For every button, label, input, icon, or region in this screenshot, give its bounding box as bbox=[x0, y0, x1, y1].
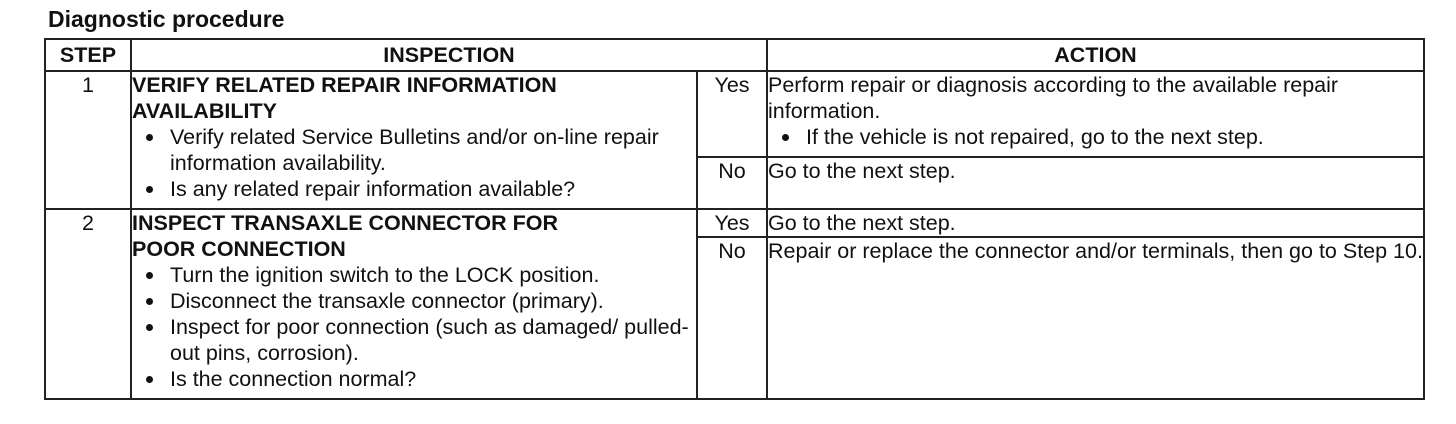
list-item: Inspect for poor connection (such as dam… bbox=[142, 314, 696, 366]
header-inspection: INSPECTION bbox=[130, 38, 768, 72]
step-1-no-row: No Go to the next step. bbox=[45, 156, 1425, 210]
bullet-icon bbox=[782, 134, 789, 141]
step-1-yes-action: Perform repair or diagnosis according to… bbox=[766, 70, 1425, 158]
step-1-no-label: No bbox=[696, 156, 768, 210]
step-2-bullets: Turn the ignition switch to the LOCK pos… bbox=[132, 262, 696, 392]
step-2-title-line1: INSPECT TRANSAXLE CONNECTOR FOR bbox=[132, 211, 559, 235]
step-2-yes-action: Go to the next step. bbox=[766, 208, 1425, 238]
bullet-icon bbox=[146, 324, 153, 331]
step-2-number: 2 bbox=[44, 208, 132, 400]
step-2-no-action: Repair or replace the connector and/or t… bbox=[766, 236, 1425, 400]
bullet-icon bbox=[146, 272, 153, 279]
step-2-inspection: INSPECT TRANSAXLE CONNECTOR FOR POOR CON… bbox=[130, 208, 698, 400]
list-item: Disconnect the transaxle connector (prim… bbox=[142, 288, 696, 314]
bullet-text: Verify related Service Bulletins and/or … bbox=[170, 125, 659, 175]
bullet-icon bbox=[146, 376, 153, 383]
step-1-yes-label: Yes bbox=[696, 70, 768, 158]
bullet-icon bbox=[146, 298, 153, 305]
page-title: Diagnostic procedure bbox=[48, 6, 285, 32]
step-1-title-line1: VERIFY RELATED REPAIR INFORMATION bbox=[132, 73, 557, 97]
step-1-title: VERIFY RELATED REPAIR INFORMATION AVAILA… bbox=[132, 72, 696, 124]
header-action: ACTION bbox=[766, 38, 1425, 72]
bullet-icon bbox=[146, 134, 153, 141]
step-2-title-line2: POOR CONNECTION bbox=[132, 237, 346, 261]
step-2-no-label: No bbox=[696, 236, 768, 400]
step-1-no-action: Go to the next step. bbox=[766, 156, 1425, 210]
step-1-number: 1 bbox=[44, 70, 132, 210]
step-1-title-line2: AVAILABILITY bbox=[132, 99, 277, 123]
step-2-title: INSPECT TRANSAXLE CONNECTOR FOR POOR CON… bbox=[132, 210, 696, 262]
list-item: Is the connection normal? bbox=[142, 366, 696, 392]
bullet-text: If the vehicle is not repaired, go to th… bbox=[806, 125, 1264, 149]
diagnostic-table: STEP INSPECTION ACTION 1 VERIFY RELATED … bbox=[44, 38, 1425, 400]
bullet-text: Inspect for poor connection (such as dam… bbox=[170, 315, 689, 365]
step-2-yes-label: Yes bbox=[696, 208, 768, 238]
step-1-inspection: VERIFY RELATED REPAIR INFORMATION AVAILA… bbox=[130, 70, 698, 210]
bullet-text: Is any related repair information availa… bbox=[170, 177, 576, 201]
step-1-yes-row: 1 VERIFY RELATED REPAIR INFORMATION AVAI… bbox=[44, 70, 1425, 210]
step-2-yes-row: 2 INSPECT TRANSAXLE CONNECTOR FOR POOR C… bbox=[44, 208, 1425, 400]
list-item: If the vehicle is not repaired, go to th… bbox=[778, 124, 1423, 150]
bullet-text: Turn the ignition switch to the LOCK pos… bbox=[170, 263, 600, 287]
list-item: Verify related Service Bulletins and/or … bbox=[142, 124, 696, 176]
header-step: STEP bbox=[44, 38, 132, 72]
header-row: STEP INSPECTION ACTION bbox=[44, 38, 1425, 72]
list-item: Turn the ignition switch to the LOCK pos… bbox=[142, 262, 696, 288]
step-2-no-row: No Repair or replace the connector and/o… bbox=[45, 236, 1425, 400]
bullet-text: Disconnect the transaxle connector (prim… bbox=[170, 289, 604, 313]
step-1-yes-action-bullets: If the vehicle is not repaired, go to th… bbox=[768, 124, 1423, 150]
bullet-icon bbox=[146, 186, 153, 193]
step-1-yes-action-text: Perform repair or diagnosis according to… bbox=[768, 73, 1339, 123]
list-item: Is any related repair information availa… bbox=[142, 176, 696, 202]
bullet-text: Is the connection normal? bbox=[170, 367, 417, 391]
step-1-bullets: Verify related Service Bulletins and/or … bbox=[132, 124, 696, 202]
